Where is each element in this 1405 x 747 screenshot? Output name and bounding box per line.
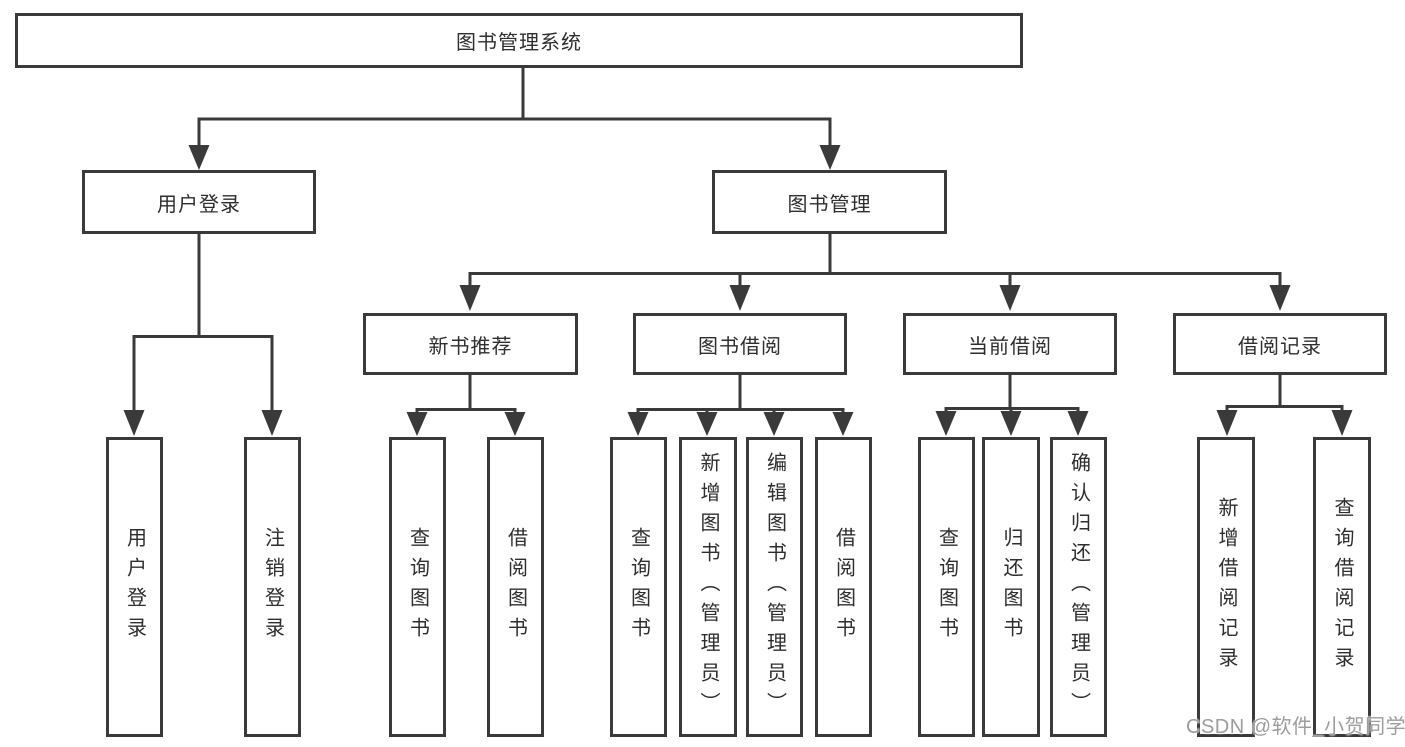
leaf-query-books: 查询图书 [918, 437, 975, 737]
node-current-borrowing: 当前借阅 [903, 313, 1117, 375]
leaf-query-books: 查询图书 [610, 437, 667, 737]
leaf-confirm-return-admin: 确认归还（管理员） [1050, 437, 1107, 737]
node-user-login: 用户登录 [82, 170, 316, 234]
leaf-return-books: 归还图书 [982, 437, 1040, 737]
leaf-query-books: 查询图书 [389, 437, 446, 737]
node-label: 查询图书 [627, 527, 650, 647]
node-label: 借阅记录 [1238, 335, 1322, 358]
node-label: 编辑图书（管理员） [763, 452, 786, 722]
leaf-logout: 注销登录 [244, 437, 301, 737]
node-label: 用户登录 [157, 193, 241, 216]
node-label: 新增借阅记录 [1215, 497, 1237, 677]
node-book-management: 图书管理 [712, 170, 947, 234]
node-label: 新增图书（管理员） [697, 452, 719, 722]
leaf-add-borrow-record: 新增借阅记录 [1197, 437, 1255, 737]
node-label: 借阅图书 [832, 527, 855, 647]
leaf-edit-books-admin: 编辑图书（管理员） [746, 437, 803, 737]
node-label: 归还图书 [1000, 527, 1022, 647]
node-label: 图书管理 [787, 193, 872, 216]
node-label: 借阅图书 [504, 527, 527, 647]
node-library-management-system: 图书管理系统 [15, 13, 1023, 68]
leaf-query-borrow-record: 查询借阅记录 [1313, 437, 1371, 737]
node-new-book-recommendation: 新书推荐 [363, 313, 578, 375]
node-label: 图书管理系统 [456, 32, 582, 54]
node-book-borrowing: 图书借阅 [633, 313, 847, 375]
node-label: 用户登录 [123, 527, 146, 647]
node-label: 当前借阅 [968, 335, 1052, 358]
node-label: 查询图书 [406, 527, 429, 647]
node-borrowing-records: 借阅记录 [1173, 313, 1387, 375]
node-label: 确认归还（管理员） [1067, 452, 1090, 722]
node-label: 新书推荐 [428, 335, 513, 358]
node-label: 图书借阅 [698, 335, 782, 358]
leaf-add-books-admin: 新增图书（管理员） [679, 437, 737, 737]
node-label: 查询借阅记录 [1331, 497, 1353, 677]
csdn-watermark: CSDN @软件_小贺同学 [1186, 716, 1405, 738]
node-label: 注销登录 [261, 527, 284, 647]
node-label: 查询图书 [935, 527, 958, 647]
leaf-user-login: 用户登录 [106, 437, 163, 737]
leaf-borrow-books: 借阅图书 [815, 437, 872, 737]
leaf-borrow-books: 借阅图书 [487, 437, 544, 737]
